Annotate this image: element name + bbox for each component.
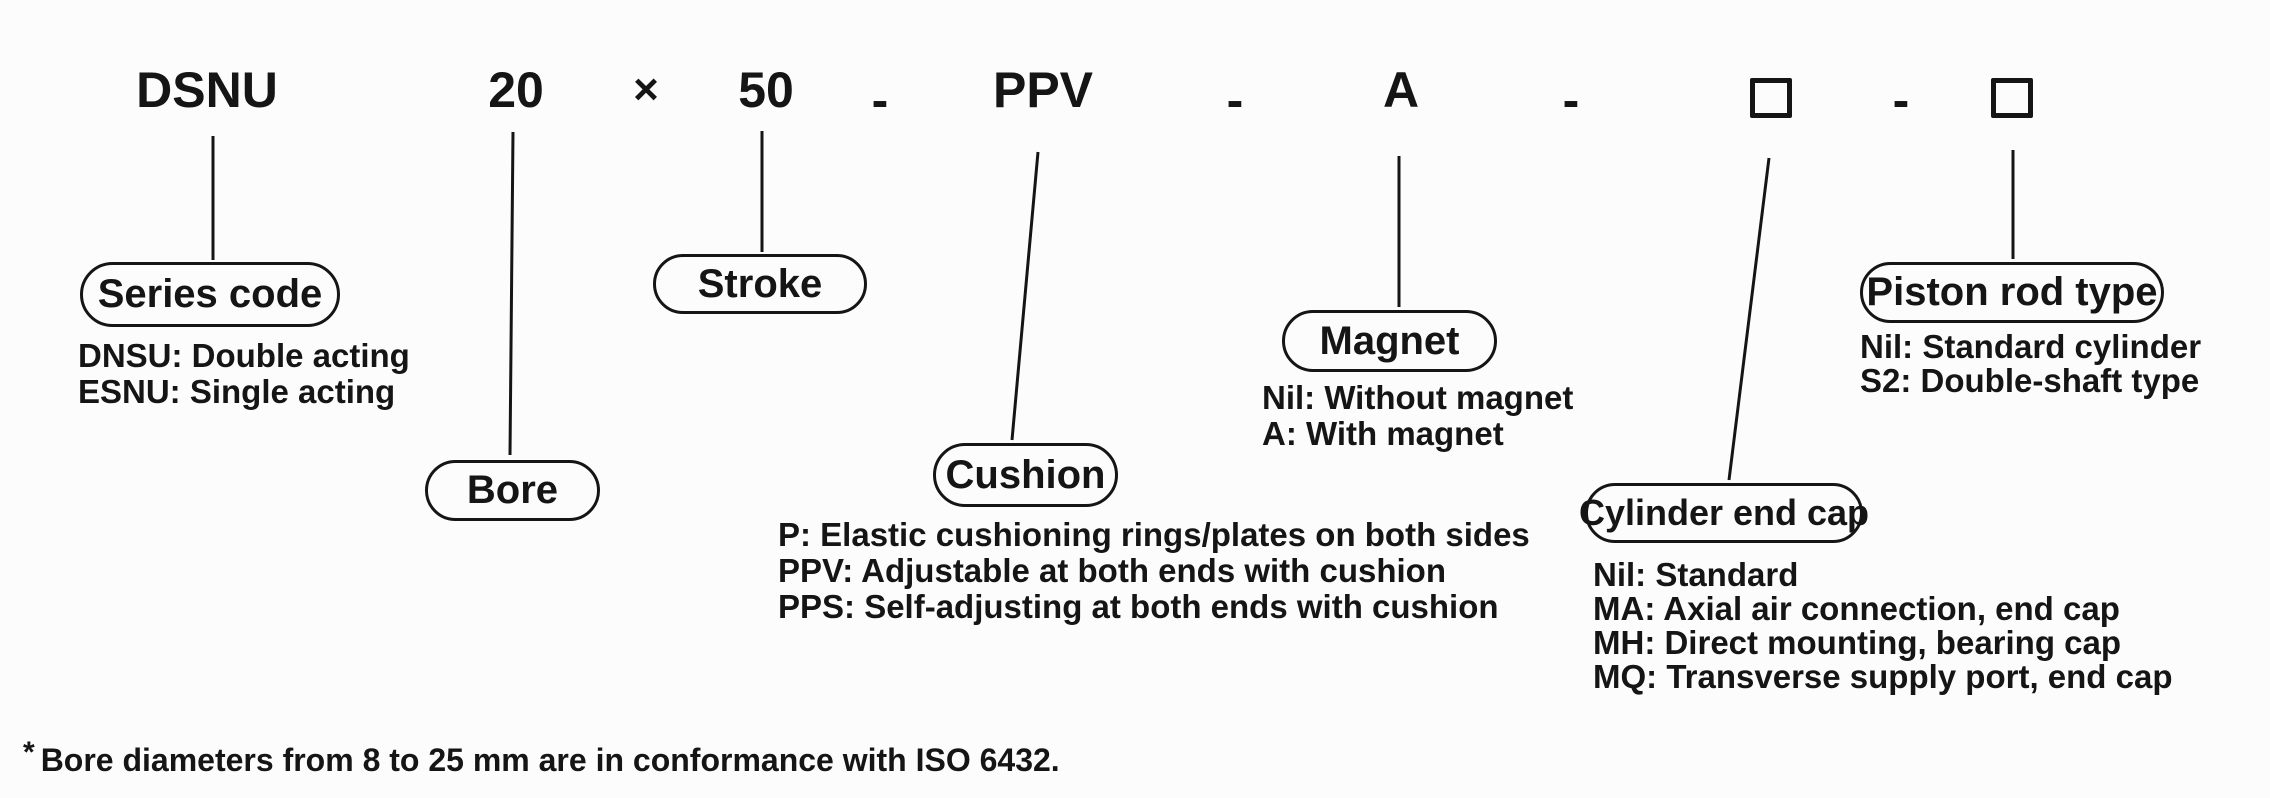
series-option-double-acting: DNSU: Double acting <box>78 337 410 374</box>
footnote-asterisk: * <box>23 736 35 769</box>
code-separator-1: - <box>871 72 889 128</box>
end-cap-option-mq: MQ: Transverse supply port, end cap <box>1593 658 2173 695</box>
bubble-cylinder-end-cap: Cylinder end cap <box>1579 483 1869 543</box>
series-option-single-acting: ESNU: Single acting <box>78 373 396 410</box>
code-separator-4: - <box>1892 72 1910 128</box>
series-code-options: DNSU: Double acting ESNU: Single acting <box>78 338 410 410</box>
magnet-option-nil: Nil: Without magnet <box>1262 379 1574 416</box>
connector-line-bore <box>508 131 515 456</box>
connector-line-end-cap <box>1727 157 1771 481</box>
end-cap-options: Nil: Standard MA: Axial air connection, … <box>1593 558 2172 694</box>
magnet-options: Nil: Without magnet A: With magnet <box>1262 380 1573 452</box>
footnote-text: Bore diameters from 8 to 25 mm are in co… <box>40 742 1060 778</box>
piston-rod-option-nil: Nil: Standard cylinder <box>1860 328 2202 365</box>
bubble-magnet: Magnet <box>1282 310 1497 372</box>
magnet-option-a: A: With magnet <box>1262 415 1504 452</box>
end-cap-option-nil: Nil: Standard <box>1593 556 1799 593</box>
code-magnet: A <box>1382 62 1420 118</box>
connector-line-cushion <box>1010 151 1040 441</box>
piston-rod-options: Nil: Standard cylinder S2: Double-shaft … <box>1860 330 2201 398</box>
placeholder-box-piston-rod <box>1991 78 2033 118</box>
code-series: DSNU <box>136 62 278 118</box>
piston-rod-option-s2: S2: Double-shaft type <box>1860 362 2200 399</box>
code-stroke: 50 <box>738 62 794 118</box>
multiply-sign: × <box>633 65 659 114</box>
bubble-stroke: Stroke <box>653 254 867 314</box>
bubble-cushion: Cushion <box>933 443 1118 507</box>
code-separator-2: - <box>1226 72 1244 128</box>
cushion-option-pps: PPS: Self-adjusting at both ends with cu… <box>778 588 1499 625</box>
end-cap-option-mh: MH: Direct mounting, bearing cap <box>1593 624 2122 661</box>
end-cap-option-ma: MA: Axial air connection, end cap <box>1593 590 2120 627</box>
placeholder-box-end-cap <box>1750 78 1792 118</box>
cushion-option-p: P: Elastic cushioning rings/plates on bo… <box>778 516 1530 553</box>
cushion-options: P: Elastic cushioning rings/plates on bo… <box>778 517 1530 625</box>
bubble-piston-rod-type: Piston rod type <box>1860 262 2164 323</box>
bubble-series-code: Series code <box>80 262 340 327</box>
footnote: *Bore diameters from 8 to 25 mm are in c… <box>23 736 1060 779</box>
code-cushion: PPV <box>992 62 1094 118</box>
code-separator-3: - <box>1562 72 1580 128</box>
bubble-bore: Bore <box>425 460 600 521</box>
code-bore: 20 <box>488 62 544 118</box>
cushion-option-ppv: PPV: Adjustable at both ends with cushio… <box>778 552 1446 589</box>
